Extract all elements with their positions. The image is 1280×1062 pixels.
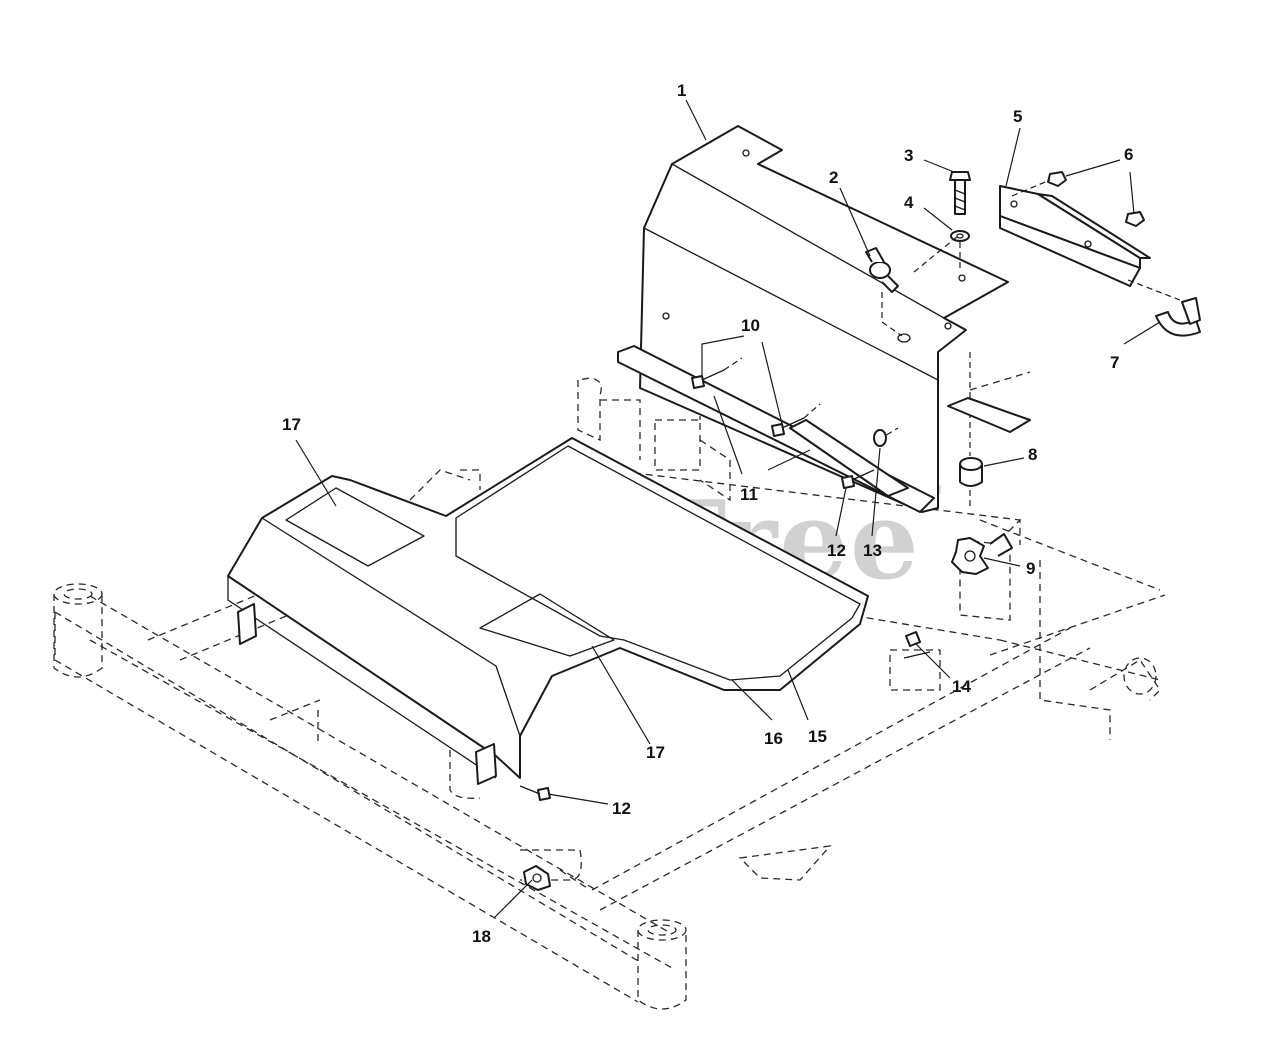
part-6-nut: [1011, 171, 1145, 227]
callout-8[interactable]: 8: [1028, 445, 1037, 464]
part-16-floor-mat: [455, 445, 861, 681]
callout-6[interactable]: 6: [1124, 145, 1133, 164]
part-13-washer: [873, 429, 887, 447]
callout-2[interactable]: 2: [829, 168, 838, 187]
seat-pan-tabs: [237, 603, 497, 785]
callout-3[interactable]: 3: [904, 146, 913, 165]
callout-17-lower[interactable]: 17: [646, 743, 665, 762]
part-5-bracket: [999, 185, 1181, 301]
callout-18[interactable]: 18: [472, 927, 491, 946]
callout-17-upper[interactable]: 17: [282, 415, 301, 434]
callout-7[interactable]: 7: [1110, 353, 1119, 372]
part-9-knob: [951, 533, 1013, 575]
part-18-knob: [523, 865, 551, 891]
callout-1[interactable]: 1: [677, 81, 686, 100]
callouts: 1 2 3 4 5 6 7 8 9 10 11 12 13 14 15 16 1…: [282, 81, 1133, 946]
callout-4[interactable]: 4: [904, 193, 914, 212]
part-15-seat-pan: [227, 437, 869, 779]
callout-10[interactable]: 10: [741, 316, 760, 335]
part-4-washer: [913, 230, 970, 273]
part-3-bolt: [949, 171, 971, 215]
callout-14[interactable]: 14: [952, 677, 971, 696]
part-1-rear-panel: [617, 125, 1009, 513]
part-12-bolt-lower: [519, 785, 551, 801]
part-7-clip: [1155, 297, 1201, 337]
callout-9[interactable]: 9: [1026, 559, 1035, 578]
part-2-fitting: [865, 247, 903, 337]
callout-5[interactable]: 5: [1013, 107, 1022, 126]
leader-lines: [295, 99, 1161, 919]
part-10-screw: [691, 357, 821, 437]
callout-15[interactable]: 15: [808, 727, 827, 746]
callout-16[interactable]: 16: [764, 729, 783, 748]
callout-13[interactable]: 13: [863, 541, 882, 560]
callout-12-lower[interactable]: 12: [612, 799, 631, 818]
part-8-spacer: [947, 352, 1031, 510]
part-17-pad: [285, 487, 615, 657]
callout-12-upper[interactable]: 12: [827, 541, 846, 560]
callout-11[interactable]: 11: [740, 485, 758, 504]
